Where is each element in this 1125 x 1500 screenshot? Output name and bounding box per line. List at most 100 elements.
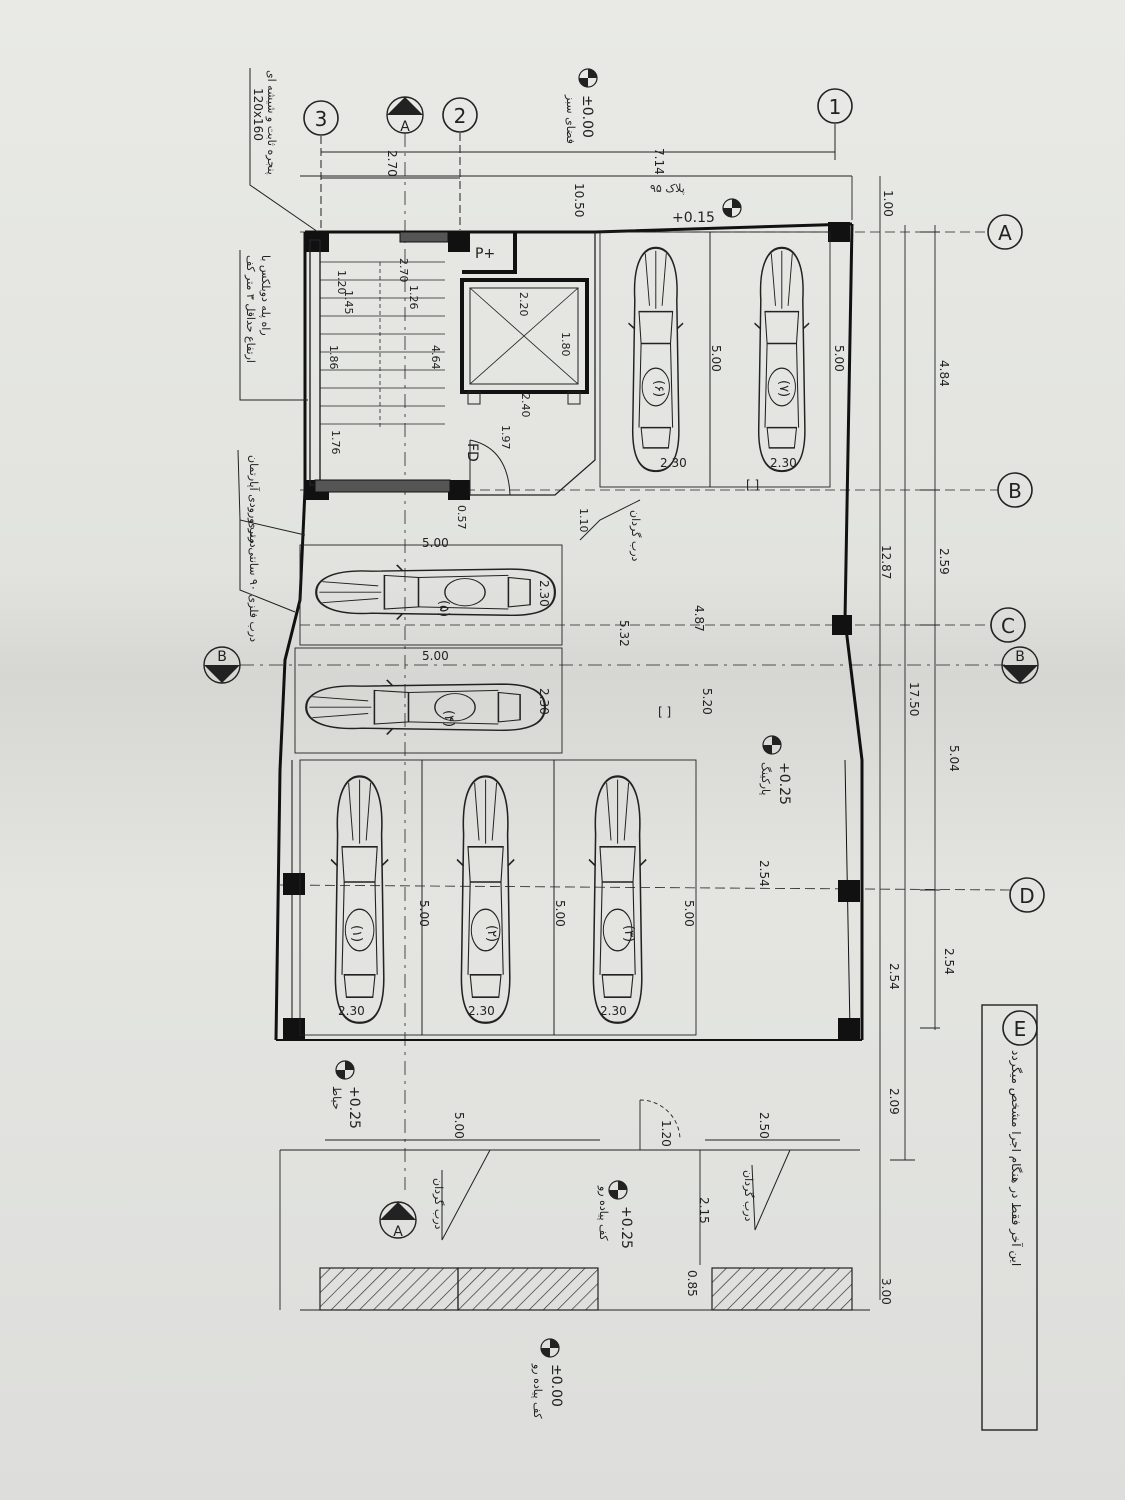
svg-text:5.20: 5.20 bbox=[700, 688, 714, 715]
svg-text:2.30: 2.30 bbox=[468, 1004, 495, 1018]
svg-text:A: A bbox=[393, 1224, 403, 1240]
grid-bubble-e: E bbox=[1002, 1010, 1038, 1046]
svg-text:2.54: 2.54 bbox=[887, 963, 901, 990]
level-marker-6: ±0.00 کف پیاده رو bbox=[531, 1338, 564, 1419]
svg-text:ارتفاع حداقل ۳ متر کف: ارتفاع حداقل ۳ متر کف bbox=[244, 255, 257, 363]
svg-text:B: B bbox=[1015, 649, 1025, 665]
svg-text:2.30: 2.30 bbox=[600, 1004, 627, 1018]
svg-text:5.32: 5.32 bbox=[617, 620, 631, 647]
svg-text:درب ورودی آپارتمان: درب ورودی آپارتمان bbox=[247, 455, 261, 548]
level-marker-2: +0.15 ۹۵ پلاک bbox=[650, 182, 742, 226]
svg-text:0.85: 0.85 bbox=[685, 1270, 699, 1297]
svg-text:+0.25: +0.25 bbox=[776, 762, 792, 805]
svg-text:1.76: 1.76 bbox=[329, 430, 342, 455]
svg-text:+0.25: +0.25 bbox=[618, 1206, 634, 1249]
svg-text:3: 3 bbox=[315, 107, 328, 131]
grid-bubble-2: 2 bbox=[442, 97, 478, 230]
car-6 bbox=[627, 246, 685, 473]
note-metal-door: درب فلزی ۹۰ سانتی متری bbox=[239, 520, 296, 642]
room-labels: P+ FD [ ] [ ] bbox=[464, 246, 759, 719]
svg-text:3.00: 3.00 bbox=[879, 1278, 893, 1305]
section-marker-b-right: B bbox=[1001, 646, 1039, 684]
svg-text:درب فلزی ۹۰ سانتی متری: درب فلزی ۹۰ سانتی متری bbox=[247, 520, 260, 642]
svg-text:E: E bbox=[1014, 1017, 1027, 1041]
level-marker-1: ±0.00 فضای سبز bbox=[564, 68, 598, 144]
svg-text:2.09: 2.09 bbox=[887, 1088, 901, 1115]
svg-text:P+: P+ bbox=[475, 246, 495, 262]
stair-core bbox=[309, 231, 596, 496]
svg-text:(۳): (۳) bbox=[621, 925, 636, 942]
svg-text:1.00: 1.00 bbox=[881, 190, 895, 217]
svg-text:درب گردان: درب گردان bbox=[742, 1170, 755, 1222]
svg-text:2.54: 2.54 bbox=[942, 948, 956, 975]
svg-text:5.00: 5.00 bbox=[832, 345, 846, 372]
svg-text:120x160: 120x160 bbox=[251, 88, 265, 141]
svg-text:کف پیاده رو: کف پیاده رو bbox=[597, 1185, 610, 1241]
svg-text:5.00: 5.00 bbox=[422, 536, 449, 550]
level-marker-3: +0.25 پارکینگ bbox=[759, 735, 792, 805]
grid-bubble-3: 3 bbox=[303, 100, 339, 230]
svg-text:0.57: 0.57 bbox=[455, 505, 468, 530]
car-1 bbox=[329, 775, 390, 1024]
misc-dimension-texts: 4.87 5.32 5.20 2.54 5.00 1.20 2.50 2.15 bbox=[452, 605, 771, 1224]
svg-text:1.20: 1.20 bbox=[659, 1120, 673, 1147]
svg-text:راه پله دوبلکس با: راه پله دوبلکس با bbox=[259, 255, 272, 336]
svg-text:حیاط: حیاط bbox=[330, 1086, 343, 1110]
svg-text:10.50: 10.50 bbox=[572, 183, 586, 217]
svg-text:C: C bbox=[1001, 614, 1015, 638]
svg-text:(۶): (۶) bbox=[651, 380, 666, 397]
svg-text:2.59: 2.59 bbox=[937, 548, 951, 575]
note-door-2: درب گردان bbox=[432, 1149, 491, 1241]
svg-text:4.84: 4.84 bbox=[937, 360, 951, 387]
svg-text:2.15: 2.15 bbox=[697, 1197, 711, 1224]
level-marker-4: +0.25 حیاط bbox=[330, 1060, 362, 1129]
svg-text:1.26: 1.26 bbox=[407, 285, 420, 310]
svg-text:A: A bbox=[400, 119, 410, 135]
top-dimension-texts: 7.14 2.70 10.50 1.00 bbox=[385, 148, 895, 217]
hatched-curb bbox=[319, 1267, 853, 1311]
grid-bubble-b: B bbox=[300, 472, 1033, 508]
svg-text:5.00: 5.00 bbox=[417, 900, 431, 927]
svg-text:1: 1 bbox=[829, 95, 842, 119]
svg-text:5.00: 5.00 bbox=[422, 649, 449, 663]
section-marker-a-bottom: A bbox=[379, 1201, 417, 1240]
svg-text:4.64: 4.64 bbox=[429, 345, 442, 370]
car-4 bbox=[305, 678, 546, 736]
svg-text:2.30: 2.30 bbox=[537, 580, 551, 607]
svg-text:FD: FD bbox=[464, 443, 480, 462]
grid-bubble-d: D bbox=[279, 877, 1045, 913]
grid-bubble-c: C bbox=[300, 607, 1026, 643]
svg-text:پارکینگ: پارکینگ bbox=[759, 762, 772, 795]
svg-text:±0.00: ±0.00 bbox=[548, 1364, 564, 1407]
svg-text:+0.15: +0.15 bbox=[672, 210, 715, 226]
right-dimension-texts: 4.84 2.59 5.04 2.54 2.09 3.00 12.87 17.5… bbox=[685, 360, 961, 1305]
svg-text:5.00: 5.00 bbox=[682, 900, 696, 927]
car-2 bbox=[455, 775, 516, 1024]
svg-text:این آخر فقط در هنگام اجرا مشخص: این آخر فقط در هنگام اجرا مشخص میگردد bbox=[1008, 1050, 1024, 1266]
note-window: پنجره ثابت و شیشه ای 120x160 bbox=[249, 68, 319, 233]
svg-text:7.14: 7.14 bbox=[652, 148, 666, 175]
svg-text:درب گردان: درب گردان bbox=[629, 510, 642, 562]
svg-text:1.86: 1.86 bbox=[327, 345, 340, 370]
grid-bubble-1: 1 bbox=[817, 88, 853, 160]
svg-text:فضای سبز: فضای سبز bbox=[564, 94, 577, 144]
svg-text:D: D bbox=[1019, 884, 1034, 908]
svg-text:+0.25: +0.25 bbox=[346, 1086, 362, 1129]
level-marker-5: +0.25 کف پیاده رو bbox=[597, 1180, 634, 1249]
svg-text:(۵): (۵) bbox=[436, 600, 451, 617]
car-3 bbox=[587, 775, 648, 1024]
svg-text:2.20: 2.20 bbox=[517, 292, 530, 317]
svg-text:پنجره ثابت و شیشه ای: پنجره ثابت و شیشه ای bbox=[265, 70, 278, 175]
yard-lines bbox=[279, 1099, 860, 1310]
svg-text:2.30: 2.30 bbox=[660, 456, 687, 470]
svg-text:1.20: 1.20 bbox=[335, 270, 348, 295]
svg-text:A: A bbox=[998, 221, 1012, 245]
svg-text:(۴): (۴) bbox=[441, 710, 456, 727]
note-stair: راه پله دوبلکس با ارتفاع حداقل ۳ متر کف bbox=[239, 250, 308, 401]
svg-text:درب گردان: درب گردان bbox=[432, 1178, 445, 1230]
svg-text:2.40: 2.40 bbox=[519, 393, 532, 418]
svg-text:1.97: 1.97 bbox=[499, 425, 512, 450]
stair-dimension-texts: 2.70 1.20 1.26 1.45 1.86 4.64 1.76 0.57 … bbox=[327, 258, 590, 533]
